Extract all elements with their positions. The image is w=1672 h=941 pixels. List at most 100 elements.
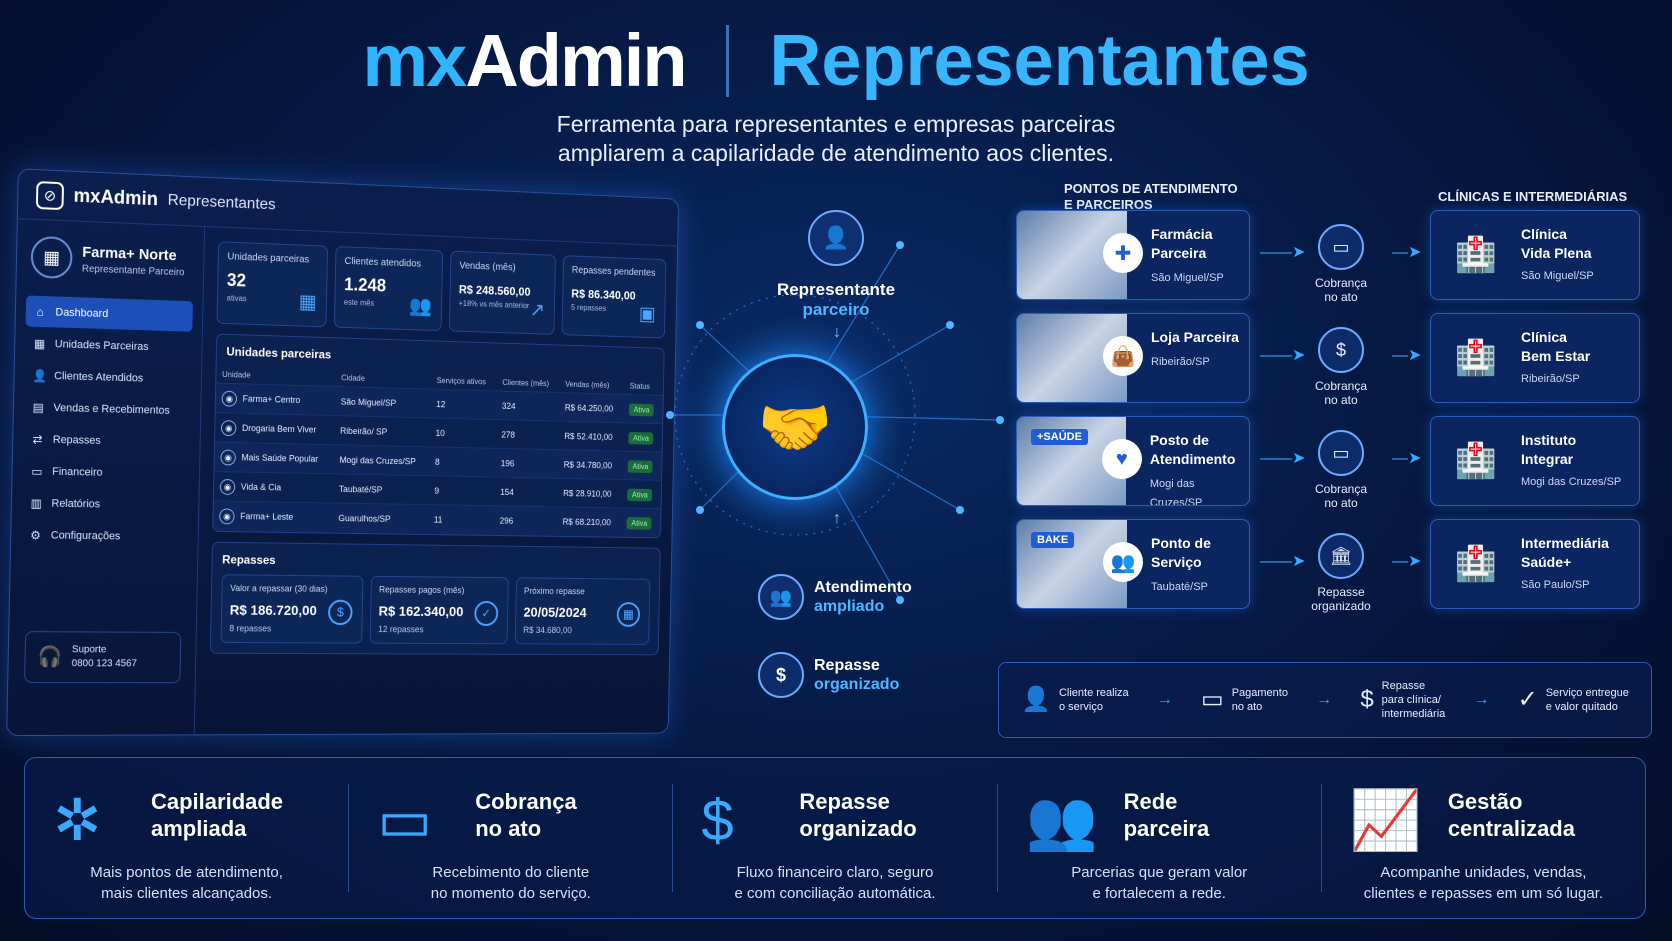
headset-icon: 🎧 bbox=[37, 646, 63, 669]
sidebar-item-label: Financeiro bbox=[52, 465, 103, 479]
feature-desc-2: no momento do serviço. bbox=[430, 885, 591, 902]
repasse-sub: 8 repasses bbox=[229, 622, 272, 633]
sidebar-item-label: Relatórios bbox=[51, 497, 101, 510]
table-cell: R$ 28.910,00 bbox=[557, 478, 623, 508]
kpi-label: Unidades parceiras bbox=[227, 251, 310, 266]
sidebar-item-3[interactable]: ▤Vendas e Recebimentos bbox=[24, 391, 191, 426]
clinic-name-2: Vida Plena bbox=[1521, 244, 1592, 261]
feature-desc-2: mais clientes alcançados. bbox=[101, 885, 273, 902]
table-cell: 324 bbox=[496, 390, 560, 422]
sidebar-item-5[interactable]: ▭Financeiro bbox=[22, 455, 190, 489]
calendar-icon: ▦ bbox=[616, 601, 641, 627]
clinic-city: São Paulo/SP bbox=[1521, 578, 1590, 591]
clinic-city: São Miguel/SP bbox=[1521, 269, 1594, 282]
partner-name-2: Serviço bbox=[1151, 554, 1202, 570]
repasses-title: Repasses bbox=[222, 552, 276, 567]
arrow-right-icon: ——➤ bbox=[1260, 347, 1306, 364]
charge-label-2: organizado bbox=[1311, 599, 1371, 613]
sidebar-item-2[interactable]: 👤Clientes Atendidos bbox=[24, 359, 191, 394]
card-icon: ▭ bbox=[1318, 430, 1364, 476]
feature-desc: Acompanhe unidades, vendas,clientes e re… bbox=[1332, 862, 1635, 904]
arrow-right-icon: → bbox=[1473, 691, 1490, 708]
flow-line: o serviço bbox=[1058, 701, 1103, 713]
unit-avatar-icon: ◉ bbox=[220, 419, 237, 436]
table-cell: Ativa bbox=[623, 422, 663, 453]
cell-value: R$ 68.210,00 bbox=[562, 516, 611, 527]
status-badge: Ativa bbox=[629, 403, 655, 416]
feature-desc: Mais pontos de atendimento,mais clientes… bbox=[35, 862, 338, 904]
people-icon: 👥 bbox=[1103, 542, 1143, 582]
group-icon: 👥 bbox=[758, 574, 804, 620]
table-cell: ◉Farma+ Centro bbox=[215, 383, 336, 416]
cell-value: Drogaria Bem Viver bbox=[241, 422, 317, 434]
cell-value: R$ 28.910,00 bbox=[562, 487, 612, 499]
partner-name: Ponto de bbox=[1151, 535, 1211, 551]
arrow-right-icon: —➤ bbox=[1392, 450, 1422, 467]
heart-icon: ♥ bbox=[1101, 439, 1142, 479]
kpi-card[interactable]: Vendas (mês)R$ 248.560,00+18% vs mês ant… bbox=[448, 250, 556, 335]
app-section: Representantes bbox=[167, 191, 276, 213]
partner-name-2: Atendimento bbox=[1149, 451, 1236, 467]
sidebar-item-4[interactable]: ⇄Repasses bbox=[23, 423, 191, 457]
feature-title-1: Repasse bbox=[799, 789, 890, 814]
table-cell: Taubaté/SP bbox=[333, 473, 430, 505]
partner-city: São Miguel/SP bbox=[1151, 272, 1224, 284]
sidebar-item-6[interactable]: ▥Relatórios bbox=[22, 487, 190, 521]
kpi-label: Repasses pendentes bbox=[571, 265, 656, 279]
table-cell: Ativa bbox=[621, 507, 661, 537]
cell-value: 278 bbox=[501, 429, 516, 440]
page-header: mxAdmin Representantes bbox=[0, 18, 1672, 103]
hospital-icon: 🏥 bbox=[1454, 442, 1498, 480]
feature-desc-1: Parcerias que geram valor bbox=[1071, 864, 1248, 881]
cell-value: Ribeirão/ SP bbox=[340, 425, 388, 437]
sidebar-item-0[interactable]: ⌂Dashboard bbox=[25, 295, 193, 332]
table-cell: R$ 34.780,00 bbox=[557, 449, 624, 480]
arrow-right-icon: → bbox=[1316, 691, 1333, 708]
cross-icon: ✚ bbox=[1103, 233, 1143, 273]
check-icon: ✓ bbox=[474, 600, 499, 626]
clinics-title: CLÍNICAS E INTERMEDIÁRIAS bbox=[1438, 189, 1628, 204]
table-cell: Ribeirão/ SP bbox=[334, 415, 431, 447]
table-cell: Ativa bbox=[622, 479, 662, 509]
partner-brand[interactable]: ▦ Farma+ Norte Representante Parceiro bbox=[16, 219, 204, 297]
cell-value: 9 bbox=[434, 485, 440, 496]
sidebar-item-7[interactable]: ⚙Configurações bbox=[21, 519, 189, 552]
document-dollar-icon: $ bbox=[1360, 686, 1374, 713]
table-cell: ◉Mais Saúde Popular bbox=[214, 442, 335, 474]
table-cell: 11 bbox=[428, 504, 495, 535]
cell-value: Farma+ Leste bbox=[240, 510, 294, 522]
table-cell: Mogi das Cruzes/SP bbox=[333, 444, 430, 476]
wallet-icon: ▣ bbox=[638, 303, 656, 325]
user-icon: 👤 bbox=[1021, 686, 1051, 713]
users-icon: 👥 bbox=[408, 295, 433, 318]
bank-icon: 🏛 bbox=[1318, 533, 1364, 579]
sidebar-item-1[interactable]: ▦Unidades Parceiras bbox=[25, 327, 192, 363]
feature-title-2: no ato bbox=[475, 816, 542, 841]
